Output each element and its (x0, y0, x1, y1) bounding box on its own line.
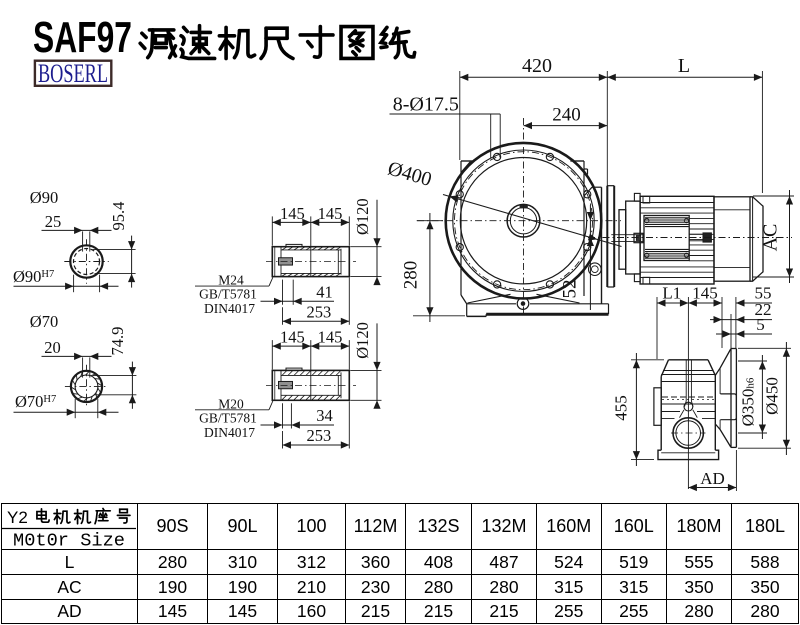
svg-text:BOSERL: BOSERL (38, 59, 108, 88)
svg-text:Ø90: Ø90 (30, 188, 58, 207)
svg-text:Ø70: Ø70 (30, 312, 58, 331)
svg-text:GB/T5781: GB/T5781 (199, 410, 257, 425)
svg-text:22: 22 (755, 300, 772, 319)
svg-text:74.9: 74.9 (108, 327, 127, 356)
svg-text:SAF97: SAF97 (33, 13, 132, 62)
svg-text:DIN4017: DIN4017 (204, 301, 255, 316)
svg-text:420: 420 (522, 55, 552, 77)
svg-text:L1: L1 (662, 284, 681, 303)
svg-text:145: 145 (318, 328, 343, 347)
svg-text:GB/T5781: GB/T5781 (199, 287, 257, 302)
svg-text:253: 253 (307, 302, 332, 321)
svg-text:253: 253 (307, 426, 332, 445)
svg-text:145: 145 (318, 204, 343, 223)
svg-text:AD: AD (700, 469, 725, 488)
svg-text:20: 20 (44, 338, 61, 357)
svg-text:DIN4017: DIN4017 (204, 425, 255, 440)
svg-text:8-Ø17.5: 8-Ø17.5 (393, 94, 459, 116)
svg-text:145: 145 (280, 328, 305, 347)
svg-text:Y2: Y2 (7, 508, 28, 527)
svg-text:M20: M20 (218, 396, 244, 411)
svg-text:5: 5 (756, 315, 765, 334)
svg-text:34: 34 (316, 406, 333, 425)
svg-text:M24: M24 (218, 273, 244, 288)
svg-text:455: 455 (612, 395, 631, 421)
svg-text:Ø90H7: Ø90H7 (13, 267, 54, 286)
svg-text:Ø350h6: Ø350h6 (739, 377, 758, 426)
svg-text:240: 240 (552, 105, 581, 126)
svg-text:95.4: 95.4 (109, 202, 128, 231)
svg-text:Ø70H7: Ø70H7 (15, 392, 56, 411)
svg-text:AC: AC (760, 224, 782, 252)
svg-text:M0t0r Size: M0t0r Size (13, 532, 125, 550)
svg-text:Ø120: Ø120 (353, 322, 372, 359)
svg-text:L: L (678, 55, 690, 77)
svg-text:41: 41 (316, 282, 333, 301)
svg-text:Ø120: Ø120 (353, 198, 372, 235)
svg-text:52: 52 (560, 280, 581, 299)
svg-text:Ø400: Ø400 (385, 157, 434, 191)
svg-text:145: 145 (280, 204, 305, 223)
svg-text:Ø450: Ø450 (763, 377, 782, 415)
svg-text:25: 25 (45, 212, 62, 231)
svg-text:55: 55 (755, 284, 772, 303)
svg-text:280: 280 (401, 261, 422, 290)
svg-text:145: 145 (692, 284, 718, 303)
